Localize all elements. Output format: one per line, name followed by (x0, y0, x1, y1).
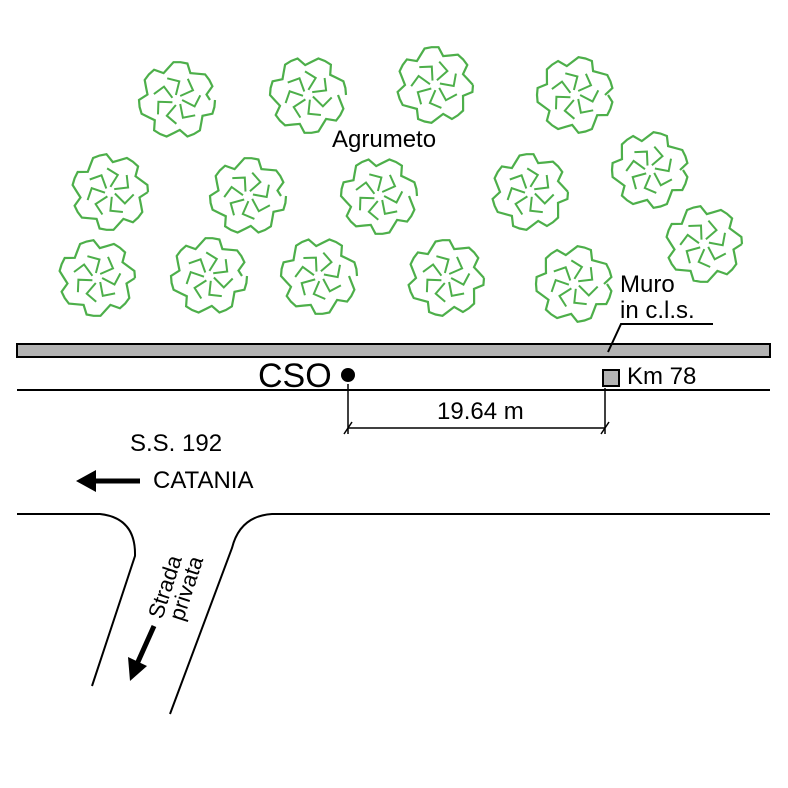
concrete-wall (16, 343, 771, 358)
tree-icon (407, 239, 486, 317)
tree-icon (665, 204, 744, 283)
tree-icon (396, 46, 475, 124)
road-name-label: S.S. 192 (130, 430, 222, 457)
highway-edge-south-west (17, 513, 137, 687)
tree-icon (169, 237, 249, 314)
station-dot-icon (341, 368, 355, 382)
wall-label-line2: in c.l.s. (620, 297, 695, 324)
km-marker-label: Km 78 (627, 363, 696, 390)
tree-icon (534, 245, 613, 324)
tree-icon (268, 57, 348, 134)
tree-icon (491, 153, 570, 231)
station-label: CSO (258, 357, 332, 395)
square-marker-icon (602, 369, 620, 387)
tree-icon (137, 61, 217, 138)
tree-icon (535, 56, 614, 135)
orchard-trees (58, 46, 744, 324)
arrow-left-icon (76, 470, 140, 492)
tree-icon (279, 238, 359, 315)
highway-edge-south-east (169, 513, 770, 715)
arrow-down-left-icon (128, 624, 157, 681)
distance-dimension (343, 384, 610, 435)
tree-icon (71, 152, 150, 231)
wall-label-line1: Muro (620, 271, 675, 298)
orchard-label: Agrumeto (332, 126, 436, 153)
distance-label: 19.64 m (437, 398, 524, 425)
tree-icon (610, 131, 689, 210)
direction-label: CATANIA (153, 467, 253, 494)
tree-icon (208, 157, 288, 234)
tree-icon (58, 238, 137, 317)
wall-leader-line (607, 323, 713, 353)
tree-icon (339, 158, 419, 235)
